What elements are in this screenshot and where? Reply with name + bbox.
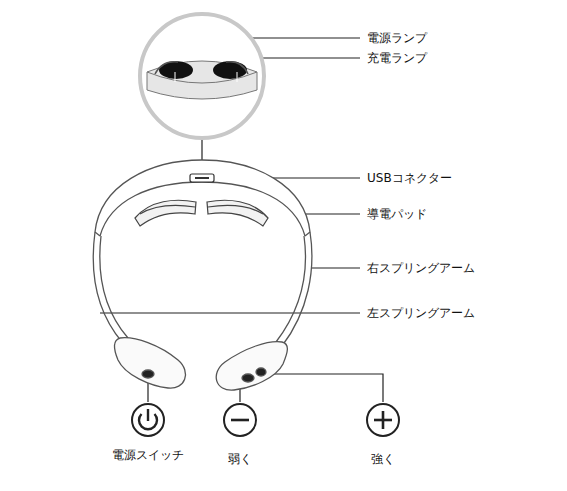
part-label: 右スプリングアーム (366, 261, 476, 275)
part-label: USBコネクター (366, 171, 453, 185)
button-label: 電源スイッチ (111, 448, 185, 462)
conductive-pads (135, 200, 268, 226)
usb-connector (190, 174, 214, 182)
headband (93, 160, 312, 346)
button-label: 強く (370, 452, 396, 466)
part-label: 導電パッド (366, 207, 428, 221)
part-label: 充電ランプ (366, 51, 428, 65)
part-label: 電源ランプ (366, 31, 428, 45)
inset-device (147, 61, 257, 99)
button-label: 弱く (227, 452, 253, 466)
inset-circle (140, 14, 264, 138)
part-label: 左スプリングアーム (366, 306, 476, 320)
button-icons (132, 404, 399, 436)
arm-ends (114, 338, 287, 390)
